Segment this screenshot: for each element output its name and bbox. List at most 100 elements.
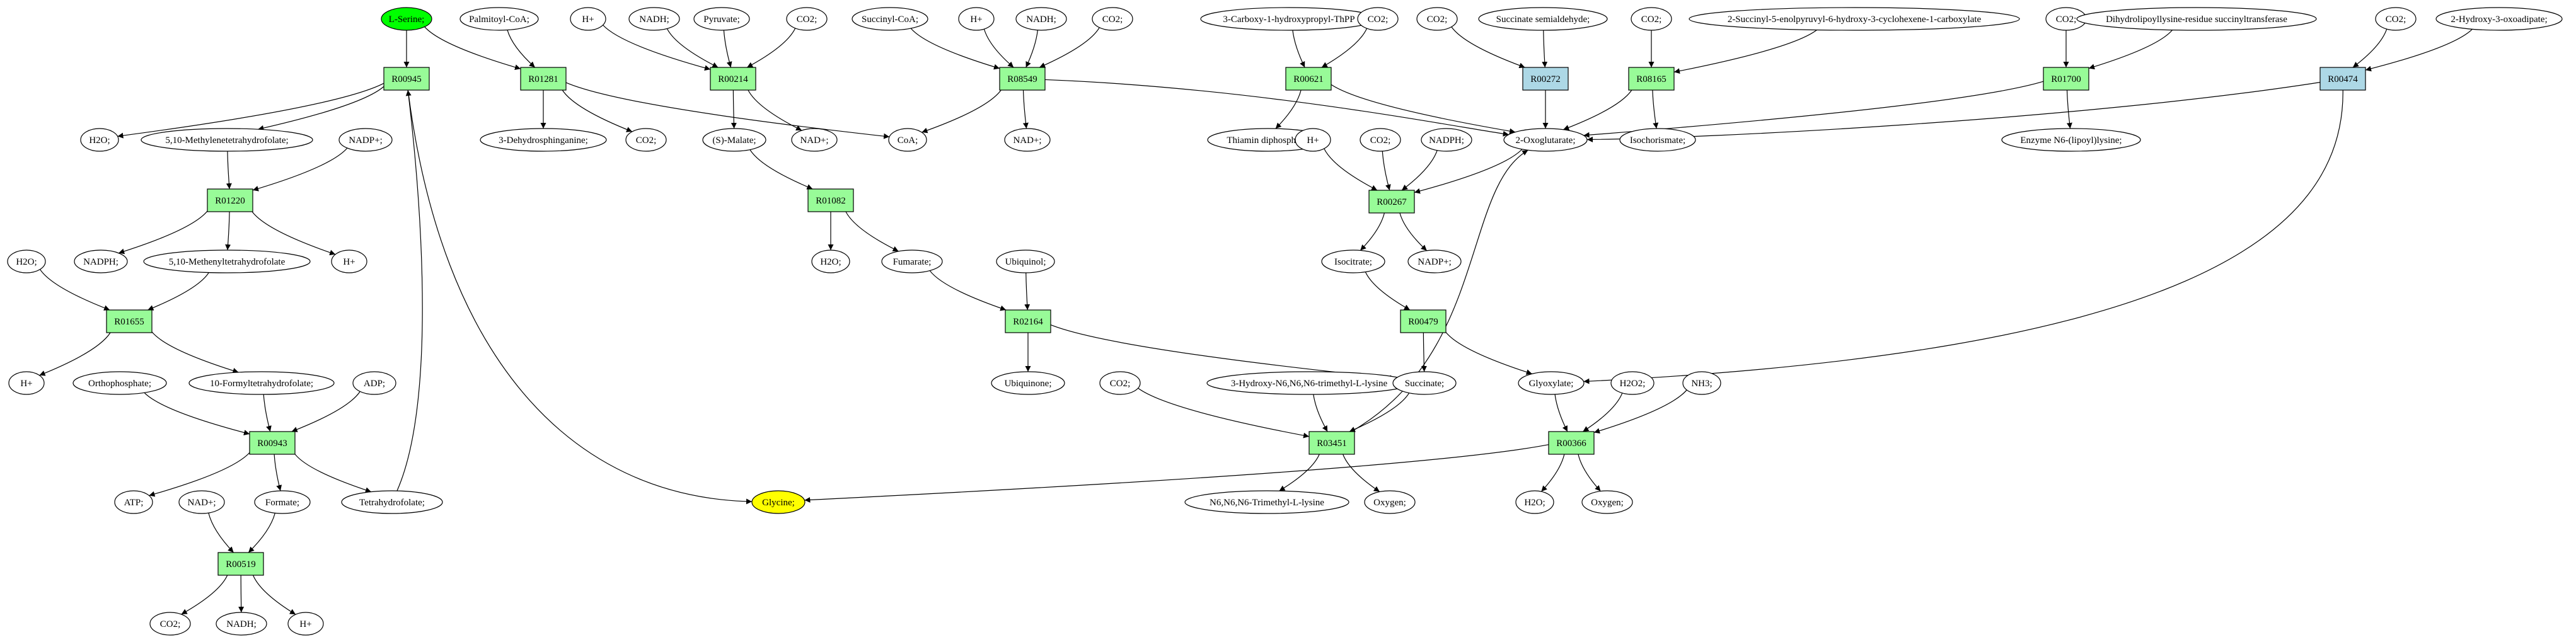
compound-node-adp[interactable]: ADP; — [352, 371, 396, 395]
compound-node-nadph_2[interactable]: NADPH; — [74, 249, 128, 273]
reaction-node-R00366[interactable]: R00366 — [1548, 431, 1595, 455]
compound-node-carboxy[interactable]: 3-Carboxy-1-hydroxypropyl-ThPP — [1200, 7, 1378, 31]
compound-node-lserine[interactable]: L-Serine; — [381, 7, 432, 31]
compound-node-oxygen_2[interactable]: Oxygen; — [1581, 490, 1633, 514]
compound-node-formylthf[interactable]: 10-Formyltetrahydrofolate; — [188, 371, 335, 395]
node-label: NADP+; — [1418, 257, 1451, 267]
reaction-node-R01220[interactable]: R01220 — [207, 188, 253, 212]
compound-node-h2o_1[interactable]: H2O; — [80, 128, 119, 152]
compound-node-ubiquinone[interactable]: Ubiquinone; — [991, 371, 1065, 395]
compound-node-nad_1[interactable]: NAD+; — [791, 128, 838, 152]
compound-node-succoa[interactable]: Succinyl-CoA; — [852, 7, 928, 31]
reaction-node-R00214[interactable]: R00214 — [710, 67, 756, 91]
reaction-node-R00479[interactable]: R00479 — [1400, 309, 1447, 333]
reaction-box — [2319, 67, 2366, 91]
compound-node-palcoa[interactable]: Palmitoyl-CoA; — [459, 7, 539, 31]
compound-node-nadh_3[interactable]: NADH; — [216, 612, 267, 636]
compound-node-co2_8[interactable]: CO2; — [625, 128, 667, 152]
compound-node-h2o_2[interactable]: H2O; — [7, 249, 46, 273]
compound-node-hydroxytml[interactable]: 3-Hydroxy-N6,N6,N6-trimethyl-L-lysine — [1206, 371, 1412, 395]
reaction-node-R00272[interactable]: R00272 — [1522, 67, 1569, 91]
compound-node-nadh_2[interactable]: NADH; — [1015, 7, 1067, 31]
compound-node-oxygen_1[interactable]: Oxygen; — [1364, 490, 1416, 514]
reaction-node-R00474[interactable]: R00474 — [2319, 67, 2366, 91]
compound-node-co2_11[interactable]: CO2; — [149, 612, 191, 636]
compound-node-succinate[interactable]: Succinate; — [1392, 371, 1457, 395]
reaction-box — [520, 67, 567, 91]
compound-node-formate[interactable]: Formate; — [254, 490, 311, 514]
compound-node-h_1[interactable]: H+ — [570, 7, 606, 31]
edge-r_R00474-to-n_oxog — [1586, 82, 2321, 142]
compound-node-co2_2[interactable]: CO2; — [1092, 7, 1133, 31]
compound-node-h2o_3[interactable]: H2O; — [811, 249, 850, 273]
compound-node-sephchc[interactable]: 2-Succinyl-5-enolpyruvyl-6-hydroxy-3-cyc… — [1689, 7, 2020, 31]
edge-r_R03451-to-n_oxog — [1351, 149, 1528, 432]
compound-node-atp[interactable]: ATP; — [114, 490, 153, 514]
reaction-node-R01655[interactable]: R01655 — [106, 309, 153, 333]
compound-node-co2_7[interactable]: CO2; — [2375, 7, 2417, 31]
compound-node-oxog[interactable]: 2-Oxoglutarate; — [1503, 128, 1588, 152]
compound-node-nadp_1[interactable]: NADP+; — [338, 128, 393, 152]
compound-node-nadp_2[interactable]: NADP+; — [1407, 249, 1462, 273]
reaction-node-R00267[interactable]: R00267 — [1368, 190, 1415, 214]
compound-node-pyruvate[interactable]: Pyruvate; — [693, 7, 750, 31]
node-label: Oxygen; — [1373, 498, 1406, 508]
compound-node-nad_3[interactable]: NAD+; — [178, 490, 225, 514]
compound-node-isochor[interactable]: Isochorismate; — [1619, 128, 1696, 152]
compound-node-h_6[interactable]: H+ — [287, 612, 324, 636]
compound-node-orthop[interactable]: Orthophosphate; — [72, 371, 167, 395]
compound-node-glyox[interactable]: Glyoxylate; — [1518, 371, 1585, 395]
compound-node-ssa[interactable]: Succinate semialdehyde; — [1478, 7, 1608, 31]
edge-r_R01281-to-n_co2_8 — [562, 89, 633, 132]
compound-node-fumarate[interactable]: Fumarate; — [881, 249, 943, 273]
compound-node-mthf[interactable]: 5,10-Methylenetetrahydrofolate; — [141, 128, 313, 152]
reaction-node-R01082[interactable]: R01082 — [807, 188, 854, 212]
compound-node-h2o_4[interactable]: H2O; — [1515, 490, 1554, 514]
reaction-node-R02164[interactable]: R02164 — [1005, 309, 1051, 333]
compound-node-nh3[interactable]: NH3; — [1682, 371, 1721, 395]
reaction-node-R08165[interactable]: R08165 — [1628, 67, 1675, 91]
compound-node-co2_9[interactable]: CO2; — [1360, 128, 1401, 152]
compound-node-co2_1[interactable]: CO2; — [786, 7, 828, 31]
compound-node-enzlip[interactable]: Enzyme N6-(lipoyl)lysine; — [2001, 128, 2141, 152]
compound-node-dhsph[interactable]: 3-Dehydrosphinganine; — [480, 128, 607, 152]
node-label: H+ — [582, 14, 594, 25]
edge-n_methenyl-to-r_R01655 — [147, 272, 209, 311]
compound-node-co2_3[interactable]: CO2; — [1357, 7, 1399, 31]
compound-node-hoxo[interactable]: 2-Hydroxy-3-oxoadipate; — [2435, 7, 2563, 31]
compound-node-nadph_1[interactable]: NADPH; — [1421, 128, 1472, 152]
reaction-node-R00621[interactable]: R00621 — [1285, 67, 1332, 91]
compound-node-coa[interactable]: CoA; — [888, 128, 927, 152]
compound-node-co2_4[interactable]: CO2; — [1416, 7, 1458, 31]
edge-n_mthf-to-r_R01220 — [226, 151, 232, 190]
reaction-node-R01700[interactable]: R01700 — [2043, 67, 2089, 91]
compound-node-h_3[interactable]: H+ — [1295, 128, 1331, 152]
reaction-node-R01281[interactable]: R01281 — [520, 67, 567, 91]
compound-node-co2_10[interactable]: CO2; — [1099, 371, 1141, 395]
reaction-node-R08549[interactable]: R08549 — [999, 67, 1046, 91]
compound-ellipse — [1518, 371, 1585, 395]
compound-node-co2_5[interactable]: CO2; — [1631, 7, 1672, 31]
reaction-node-R03451[interactable]: R03451 — [1308, 431, 1355, 455]
compound-node-ubiquinol[interactable]: Ubiquinol; — [996, 249, 1055, 273]
reaction-node-R00943[interactable]: R00943 — [249, 431, 296, 455]
compound-ellipse — [1515, 490, 1554, 514]
compound-node-co2_6[interactable]: CO2; — [2045, 7, 2087, 31]
reaction-box — [106, 309, 153, 333]
reaction-node-R00945[interactable]: R00945 — [383, 67, 430, 91]
compound-node-h2o2[interactable]: H2O2; — [1610, 371, 1655, 395]
compound-node-glycine[interactable]: Glycine; — [751, 490, 806, 514]
reaction-node-R00519[interactable]: R00519 — [217, 552, 264, 576]
compound-node-h_4[interactable]: H+ — [331, 249, 367, 273]
compound-node-methenyl[interactable]: 5,10-Methenyltetrahydrofolate — [143, 249, 311, 273]
compound-node-tml[interactable]: N6,N6,N6-Trimethyl-L-lysine — [1184, 490, 1349, 514]
compound-node-h_5[interactable]: H+ — [8, 371, 45, 395]
compound-node-isocit[interactable]: Isocitrate; — [1321, 249, 1385, 273]
node-label: Enzyme N6-(lipoyl)lysine; — [2020, 135, 2122, 146]
compound-node-thf[interactable]: Tetrahydrofolate; — [341, 490, 443, 514]
compound-node-nadh_1[interactable]: NADH; — [628, 7, 680, 31]
compound-node-smalate[interactable]: (S)-Malate; — [702, 128, 766, 152]
compound-node-nad_2[interactable]: NAD+; — [1004, 128, 1051, 152]
compound-node-h_2[interactable]: H+ — [958, 7, 995, 31]
compound-node-dlst[interactable]: Dihydrolipoyllysine-residue succinyltran… — [2076, 7, 2317, 31]
